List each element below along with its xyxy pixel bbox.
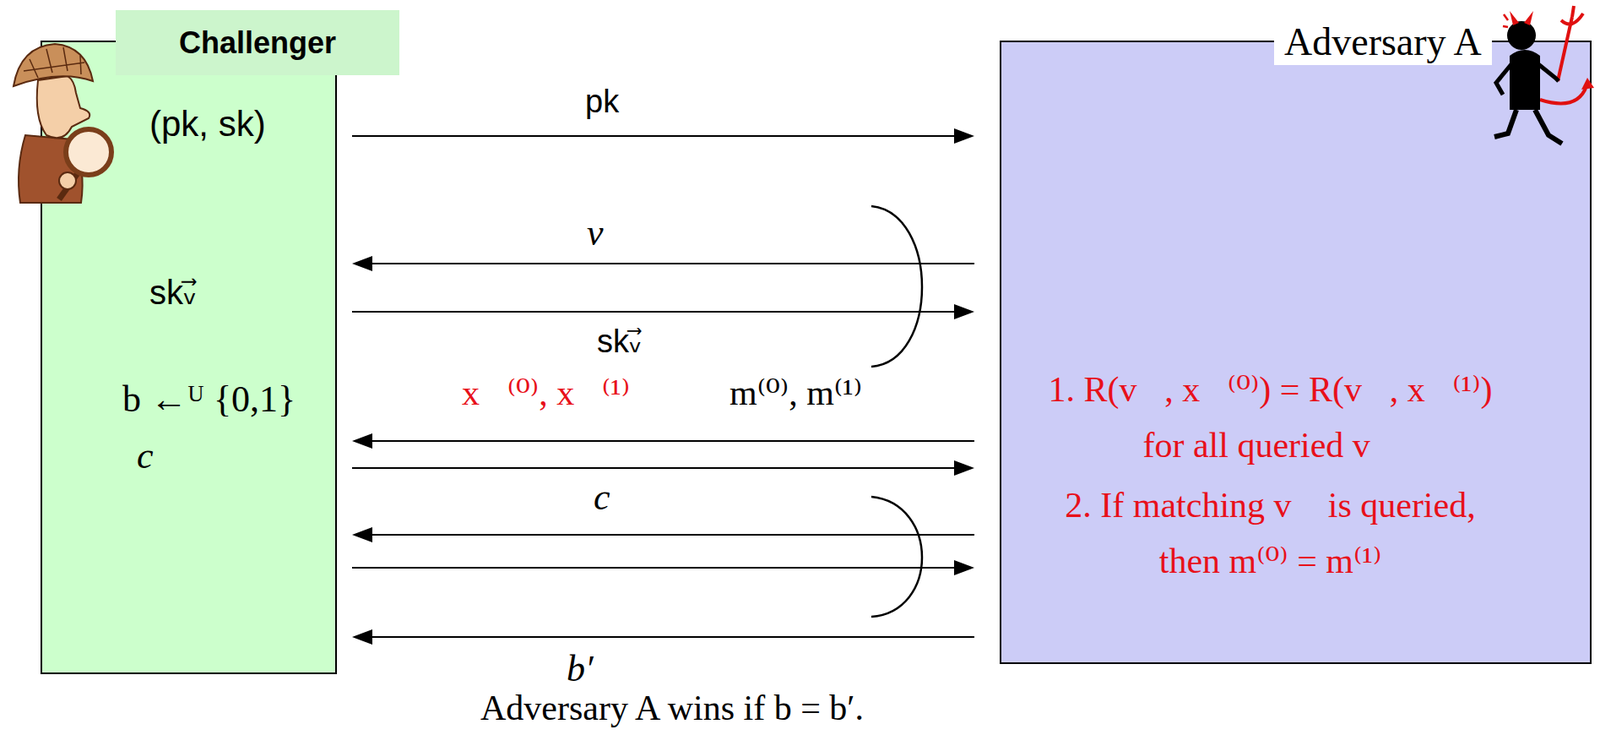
challenger-panel: Challenger(pk, sk)skᵥ⃗b ←ᵁ {0,1}c (40, 40, 337, 674)
devil-leg (1494, 109, 1517, 137)
tail-tip (1581, 77, 1595, 90)
message-arrow (352, 303, 975, 320)
message-label: m⁽⁰⁾, m⁽¹⁾ (729, 371, 863, 414)
hat-check (23, 47, 85, 78)
pitchfork-head (1561, 5, 1584, 25)
magnifying-glass (65, 129, 112, 175)
message-arrow (352, 526, 975, 543)
arrow-head (352, 629, 373, 645)
arrow-line (352, 135, 956, 137)
arrow-head (954, 559, 975, 575)
arrow-line (352, 466, 956, 469)
ciphertext: c (136, 433, 154, 479)
arrow-line (370, 533, 975, 536)
devil-figure (1494, 5, 1595, 144)
devil-tail (1540, 86, 1587, 104)
condition-text: 2. If matching v⃗ is queried, then m⁽⁰⁾ … (1062, 477, 1479, 589)
pitchfork-shaft (1557, 16, 1573, 82)
figure-caption: Adversary A wins if b = b′. (480, 688, 864, 727)
arrow-line (370, 439, 975, 442)
devil-horns (1509, 10, 1534, 26)
excite-marks (1502, 14, 1508, 28)
arrow-label: pk (585, 82, 619, 122)
arrow-head (954, 303, 975, 320)
arrow-label: x⃗⁽⁰⁾, x⃗⁽¹⁾ (461, 371, 630, 414)
detective-hand (59, 172, 76, 190)
arrow-label: skᵥ⃗ (596, 322, 643, 362)
arrow-head (352, 433, 373, 449)
arrow-head (352, 255, 373, 272)
detective-hat (13, 43, 93, 87)
glass-handle (59, 173, 78, 200)
message-arrow (352, 128, 975, 144)
arrow-label: b′ (566, 646, 594, 692)
arrow-head (352, 526, 373, 543)
arrow-line (370, 262, 975, 265)
arrow-head (954, 128, 975, 144)
message-arrow (352, 629, 975, 645)
arrow-head (954, 460, 975, 476)
random-bit: b ←ᵁ {0,1} (122, 377, 296, 423)
panel-heading: Adversary A (1274, 18, 1492, 66)
devil-head (1507, 21, 1536, 50)
repeat-bracket (871, 496, 923, 617)
adversary-panel: Adversary A1. R(v⃗, x⃗⁽⁰⁾) = R(v⃗, x⃗⁽¹⁾… (999, 40, 1592, 664)
arrow-line (352, 566, 956, 569)
message-arrow (352, 559, 975, 575)
detective-face (37, 75, 91, 138)
arrow-line (370, 635, 975, 638)
detective-figure (13, 43, 112, 203)
arrow-line (352, 310, 956, 313)
repeat-bracket (871, 206, 923, 617)
key-pair: (pk, sk) (149, 103, 266, 146)
devil-arm (1496, 64, 1512, 95)
message-arrow (352, 433, 975, 449)
devil-leg (1534, 109, 1563, 144)
devil-arm (1538, 64, 1559, 82)
repeat-bracket (871, 206, 923, 367)
detective-coat (18, 135, 83, 203)
message-arrow (352, 255, 975, 272)
devil-body (1509, 49, 1541, 110)
secret-key: skᵥ⃗ (149, 271, 198, 313)
panel-heading: Challenger (115, 10, 400, 76)
arrow-label: c (593, 475, 611, 521)
arrow-label: v⃗ (586, 211, 633, 256)
message-arrow (352, 460, 975, 476)
condition-text: 1. R(v⃗, x⃗⁽⁰⁾) = R(v⃗, x⃗⁽¹⁾) for all q… (1045, 361, 1496, 473)
